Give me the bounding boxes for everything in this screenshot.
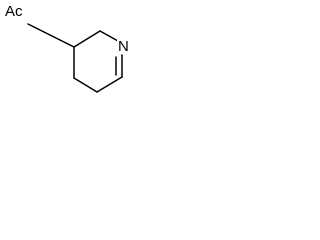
acetyl-group-label: Ac — [4, 3, 24, 20]
structure-bonds — [27, 23, 123, 93]
bond-c3-c2 — [73, 30, 101, 48]
bond-acetyl-c3 — [27, 23, 75, 48]
bond-c6-c5 — [96, 76, 123, 93]
bond-c2-n1 — [99, 30, 119, 42]
bond-c5-c4 — [73, 77, 98, 93]
nitrogen-atom-label: N — [117, 38, 130, 55]
